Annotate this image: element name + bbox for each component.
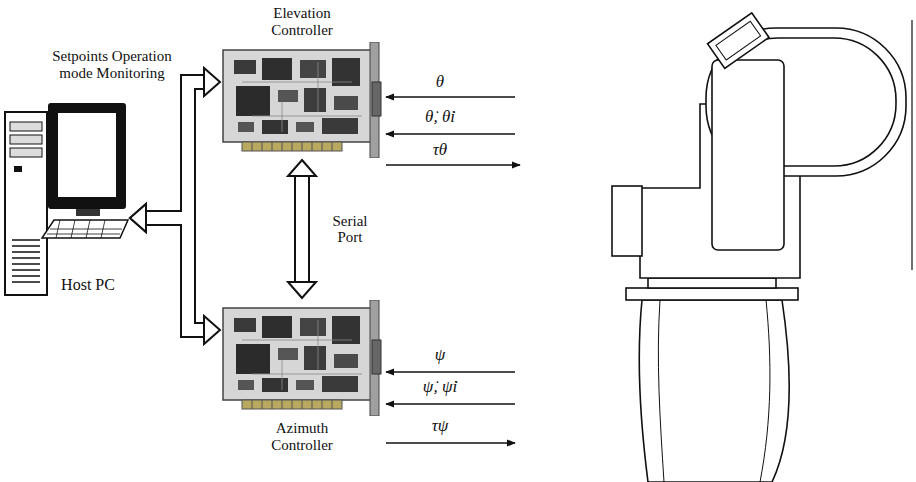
lens-inner (716, 21, 761, 60)
arrow-body (296, 176, 308, 282)
base-ring (648, 278, 776, 288)
controller-node: Elevation Controller (222, 5, 382, 158)
signal-name: θ̇, θ̇i (400, 108, 480, 127)
node-label: Azimuth Controller (254, 420, 350, 453)
signal-arrow (386, 96, 515, 98)
signal-name: ψ̇, ψ̇i (400, 378, 480, 397)
keyboard (42, 220, 128, 238)
gimbal-base (639, 300, 789, 482)
lens-body (708, 13, 769, 69)
tower-vents (12, 240, 40, 282)
data-link-arrow (130, 204, 220, 344)
base-shading (658, 300, 770, 482)
arrow-body (146, 218, 204, 330)
host-pc-picture (5, 103, 128, 295)
host-function-note: Setpoints Operation mode Monitoring (52, 48, 172, 81)
arrow-head (130, 204, 146, 232)
node-label: Host PC (48, 276, 128, 294)
arrow-head (288, 160, 316, 176)
controller-node: Host PC (4, 100, 128, 294)
arrow-body (146, 82, 204, 218)
elevation-card-picture (223, 42, 381, 158)
signal-name: ψ (400, 346, 480, 365)
signal-arrow (386, 133, 515, 135)
signal-arrow (386, 371, 515, 373)
drive-bay (10, 122, 42, 131)
data-link-arrow (130, 68, 220, 232)
signal-name: τψ (400, 417, 480, 436)
keyboard-keys (47, 220, 122, 238)
controller-node: Azimuth Controller (222, 300, 382, 453)
elevation-arm (712, 60, 784, 250)
signal-arrow (386, 164, 520, 166)
drive-bay (10, 135, 42, 144)
base-flange (626, 288, 798, 300)
monitor-frame (48, 103, 126, 209)
monitor-screen (58, 113, 116, 197)
drive-bay (10, 148, 42, 157)
node-label: Elevation Controller (254, 5, 350, 38)
monitor-stand (76, 209, 100, 216)
signal-name: τθ (400, 141, 480, 160)
signal-arrow (386, 442, 515, 444)
arrow-head (204, 316, 220, 344)
arrow-head (204, 68, 220, 96)
signal-name: θ (400, 73, 480, 92)
signal-arrow (386, 403, 515, 405)
connector-fills (130, 68, 316, 344)
pc-tower (5, 112, 47, 295)
connector-outlines (146, 82, 302, 330)
frame-edge (911, 20, 912, 270)
data-link-arrow (146, 82, 204, 218)
elevation-motor (612, 186, 642, 256)
camera-lens (708, 13, 769, 69)
arrow-head (288, 282, 316, 298)
data-link-arrow (288, 160, 316, 298)
pc-button (14, 166, 22, 172)
data-link-arrow (294, 176, 310, 282)
data-link-arrow (146, 218, 204, 330)
gimbal-picture (612, 13, 912, 482)
link-label: Serial Port (324, 213, 376, 246)
arrow-head (130, 204, 146, 232)
azimuth-card-picture (223, 300, 381, 416)
